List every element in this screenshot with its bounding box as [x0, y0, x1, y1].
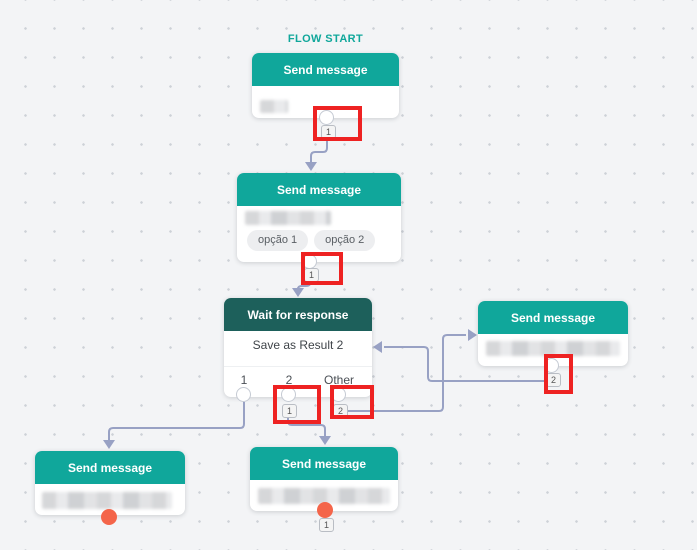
arrowhead-down-icon: [305, 162, 317, 171]
unlinked-output-dot[interactable]: [317, 502, 333, 518]
unlinked-output-dot[interactable]: [101, 509, 117, 525]
connection-count-badge: 1: [282, 404, 297, 418]
redacted-message-text: [258, 488, 390, 504]
highlight-box: [330, 385, 374, 419]
node-send-message-right[interactable]: Send message: [478, 301, 628, 366]
output-connector-start[interactable]: [319, 110, 334, 125]
node-header: Send message: [35, 451, 185, 484]
node-title: Send message: [281, 456, 367, 471]
quick-reply-button-2[interactable]: opção 2: [314, 230, 376, 251]
highlight-box: [544, 354, 573, 394]
flow-start-label: FLOW START: [287, 33, 364, 45]
node-title: Send message: [283, 62, 368, 77]
redacted-message-text: [42, 492, 172, 509]
arrowhead-down-icon: [319, 436, 331, 445]
save-as-result-label: Save as Result 2: [252, 338, 344, 352]
wire-out1-to-bottom-left: [108, 402, 245, 440]
highlight-box: [313, 106, 362, 141]
output-connector-wait-1[interactable]: [236, 387, 251, 402]
output-label-2: 2: [285, 373, 293, 387]
node-header: Send message: [237, 173, 401, 206]
redacted-message-text: [245, 211, 331, 225]
output-label-1: 1: [240, 373, 248, 387]
wire-other-to-right: [346, 334, 466, 412]
node-header: Wait for response: [224, 298, 372, 331]
node-header: Send message: [250, 447, 398, 480]
arrowhead-down-icon: [103, 440, 115, 449]
wire-right-to-wait: [384, 346, 546, 382]
arrowhead-down-icon: [292, 288, 304, 297]
arrowhead-left-icon: [373, 341, 382, 353]
node-send-message-bottom-center[interactable]: Send message: [250, 447, 398, 511]
node-title: Send message: [67, 460, 153, 475]
redacted-message-text: [486, 341, 620, 356]
node-send-message-bottom-left[interactable]: Send message: [35, 451, 185, 515]
outputs-row: 1 2 Other: [224, 366, 372, 398]
node-send-message-options[interactable]: Send message opção 1 opção 2: [237, 173, 401, 262]
node-header: Send message: [252, 53, 399, 86]
highlight-box: [301, 252, 343, 285]
node-header: Send message: [478, 301, 628, 334]
connection-count-badge: 1: [319, 518, 334, 532]
arrowhead-right-icon: [468, 329, 477, 341]
node-title: Wait for response: [247, 307, 349, 322]
quick-reply-row: opção 1 opção 2: [247, 230, 376, 251]
redacted-message-text: [260, 100, 288, 113]
node-wait-for-response[interactable]: Wait for response Save as Result 2 1 2 O…: [224, 298, 372, 397]
wire-start-to-options: [310, 137, 328, 162]
node-title: Send message: [510, 310, 596, 325]
quick-reply-button-1[interactable]: opção 1: [247, 230, 309, 251]
node-title: Send message: [276, 182, 362, 197]
highlight-box: [273, 385, 321, 424]
output-label-other: Other: [323, 373, 354, 387]
